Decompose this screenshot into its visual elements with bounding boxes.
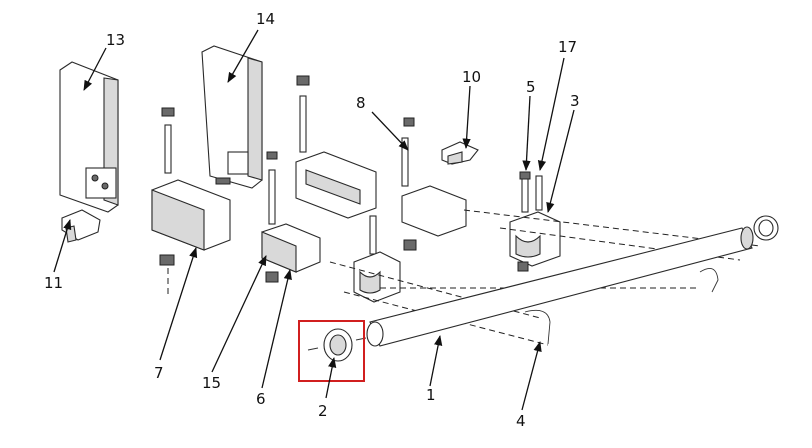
part-4-u-bolt	[524, 267, 719, 345]
part-10-latch	[441, 141, 479, 165]
part-8-upper-frame	[295, 75, 467, 251]
callout-8: 8	[356, 94, 366, 112]
callout-labels: 13 14 8 10 5 17 3 11 7 15 6 2 1 4	[44, 10, 580, 430]
part-bearing-block-center	[353, 215, 401, 303]
callout-4: 4	[516, 412, 526, 430]
callout-15: 15	[202, 374, 221, 392]
part-14-tall-plate	[201, 45, 263, 189]
callout-2: 2	[318, 402, 328, 420]
callout-1: 1	[426, 386, 436, 404]
part-13-tall-bracket	[59, 61, 119, 213]
callout-5: 5	[526, 78, 536, 96]
callout-10: 10	[462, 68, 481, 86]
callout-13: 13	[106, 31, 125, 49]
part-end-cap-ring	[753, 215, 779, 241]
callout-7: 7	[154, 364, 164, 382]
part-1-tube	[366, 226, 754, 347]
part-2-end-cap	[298, 320, 367, 382]
part-7-base-bracket	[151, 107, 231, 295]
highlight-box-part-2	[298, 320, 365, 382]
part-15-saddle-block	[261, 151, 321, 283]
callout-14: 14	[256, 10, 275, 28]
callout-6: 6	[256, 390, 266, 408]
callout-17: 17	[558, 38, 577, 56]
callout-11: 11	[44, 274, 63, 292]
callout-3: 3	[570, 92, 580, 110]
leader-lines	[53, 29, 575, 411]
part-3-bearing-block	[509, 171, 561, 272]
